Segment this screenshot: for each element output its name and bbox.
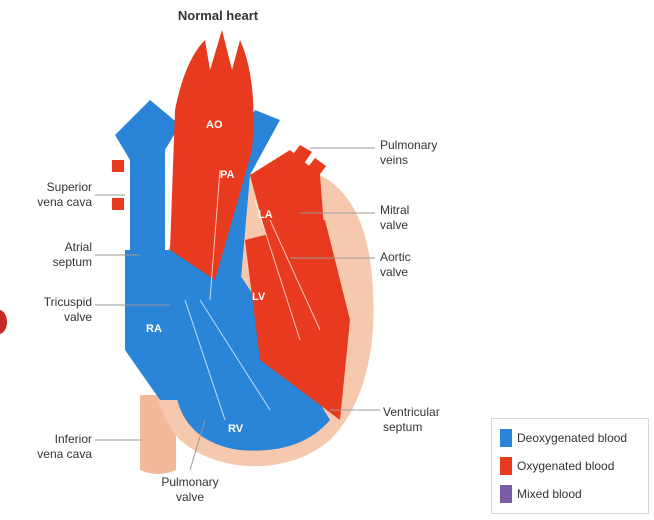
svc-marker-bottom bbox=[112, 198, 124, 210]
superior-vena-cava bbox=[115, 100, 180, 250]
legend-swatch-red bbox=[500, 457, 512, 475]
chamber-label-pa: PA bbox=[220, 169, 235, 181]
diagram-title: Normal heart bbox=[0, 8, 436, 23]
legend: Deoxygenated blood Oxygenated blood Mixe… bbox=[491, 418, 649, 514]
label-aortic-valve: Aortic valve bbox=[380, 250, 480, 280]
chamber-label-ra: RA bbox=[146, 323, 162, 335]
label-pulmonary-valve: Pulmonary valve bbox=[140, 475, 240, 505]
legend-item-deoxygenated: Deoxygenated blood bbox=[500, 427, 627, 449]
svc-marker-top bbox=[112, 160, 124, 172]
label-superior-vena-cava: Superior vena cava bbox=[12, 180, 92, 210]
label-pulmonary-veins: Pulmonary veins bbox=[380, 138, 480, 168]
legend-label-mixed: Mixed blood bbox=[517, 487, 582, 501]
legend-swatch-purple bbox=[500, 485, 512, 503]
chamber-label-rv: RV bbox=[228, 423, 244, 435]
chamber-label-la: LA bbox=[258, 209, 273, 221]
label-atrial-septum: Atrial septum bbox=[12, 240, 92, 270]
label-inferior-vena-cava: Inferior vena cava bbox=[12, 432, 92, 462]
label-ventricular-septum: Ventricular septum bbox=[383, 405, 483, 435]
legend-item-oxygenated: Oxygenated blood bbox=[500, 455, 614, 477]
legend-item-mixed: Mixed blood bbox=[500, 483, 582, 505]
legend-swatch-blue bbox=[500, 429, 512, 447]
legend-label-deoxygenated: Deoxygenated blood bbox=[517, 431, 627, 445]
label-mitral-valve: Mitral valve bbox=[380, 203, 480, 233]
chamber-label-lv: LV bbox=[252, 291, 266, 303]
legend-label-oxygenated: Oxygenated blood bbox=[517, 459, 614, 473]
label-tricuspid-valve: Tricuspid valve bbox=[12, 295, 92, 325]
chamber-label-ao: AO bbox=[206, 119, 223, 131]
